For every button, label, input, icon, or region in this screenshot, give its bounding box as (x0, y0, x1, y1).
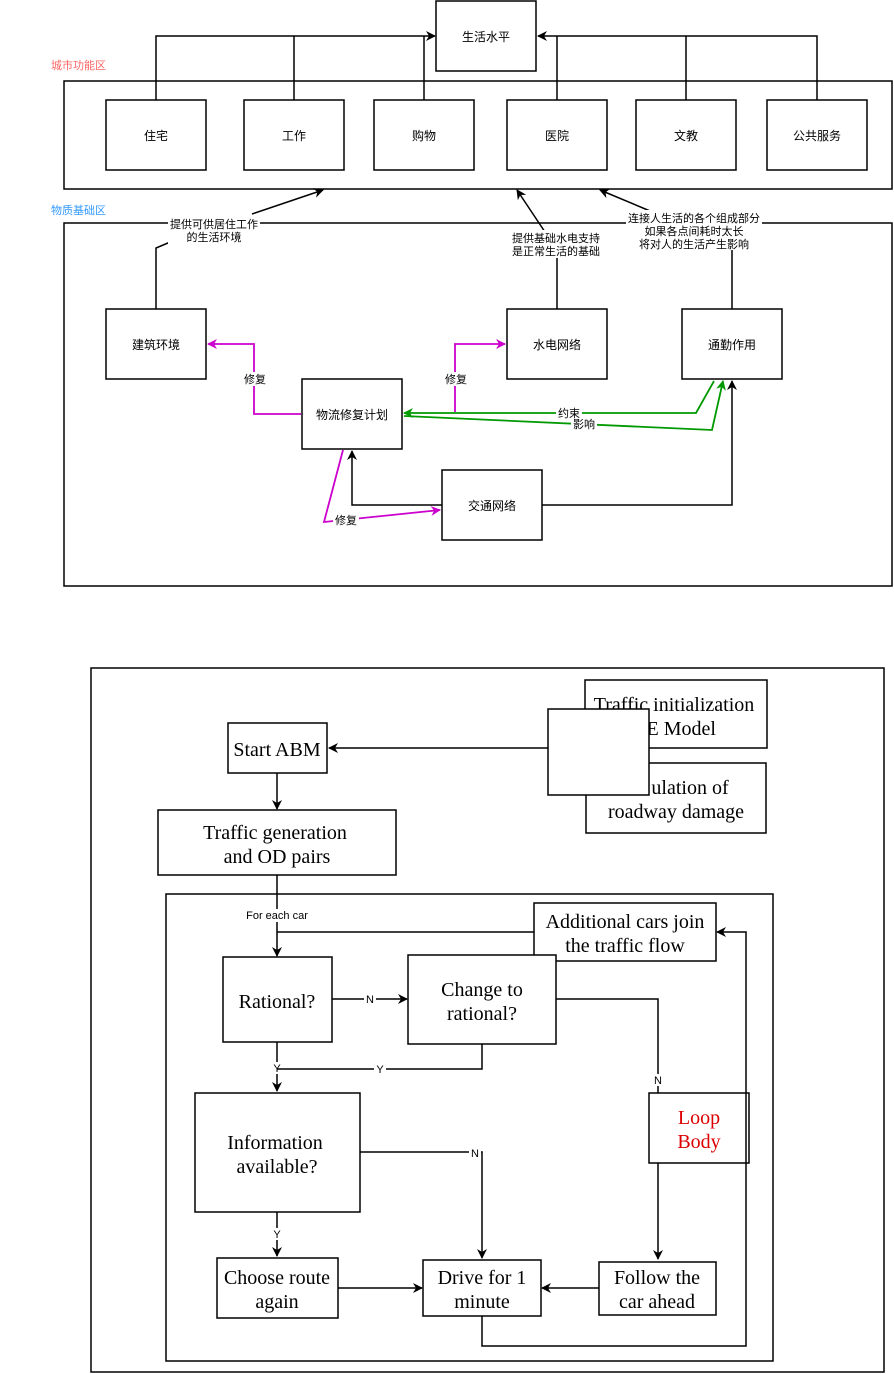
material-base-region-label: 物质基础区 (51, 203, 106, 217)
follow-car-line2: car ahead (619, 1291, 695, 1313)
logistics-repair-plan-node (301, 378, 403, 450)
change-to-rational-line1: Change to (441, 979, 523, 1001)
edge-utility-city (516, 189, 546, 233)
habitat-label-line2: 的生活环境 (187, 230, 242, 244)
city-function-region-frame (63, 80, 893, 190)
habitat-label-line1: 提供可供居住工作 (170, 217, 258, 231)
commute-label-line3: 将对人的生活产生影响 (639, 237, 749, 251)
built-environment-label: 建筑环境 (132, 337, 180, 352)
commute-label: 通勤作用 (708, 338, 756, 352)
utility-label-line2: 是正常生活的基础 (512, 244, 600, 258)
city-node-culture-education (635, 99, 737, 171)
city-function-region-label: 城市功能区 (51, 58, 106, 72)
edge-change-yes (277, 1044, 483, 1070)
change-yes-label: Y (376, 1064, 384, 1076)
change-to-rational-node (407, 954, 557, 1045)
city-node-label-housing: 住宅 (144, 128, 168, 143)
constraint-label: 约束 (558, 407, 580, 420)
information-available-line2: available? (236, 1156, 317, 1178)
traffic-generation-node (157, 809, 397, 876)
living-standard-node (435, 0, 537, 72)
traffic-generation-line1: Traffic generation (203, 822, 347, 844)
city-node-shopping (373, 99, 475, 171)
edge-commute-city (599, 188, 651, 212)
top-diagram: 城市功能区 物质基础区 生活水平 住宅 工作 购物 医院 文教 公共服务 提供可供居住工作… (51, 0, 893, 587)
edge-housing-living (155, 31, 436, 100)
logistics-repair-plan-label: 物流修复计划 (316, 407, 388, 422)
city-node-label-culture-education: 文教 (674, 128, 698, 143)
additional-cars-node (533, 902, 717, 962)
city-node-public-service (766, 99, 868, 171)
repair-edge-traffic (322, 449, 441, 524)
loop-frame (165, 893, 774, 1362)
edge-built-env-city (251, 188, 324, 215)
water-power-network-label: 水电网络 (533, 337, 581, 352)
water-power-network-node (506, 308, 608, 380)
commute-node (681, 308, 783, 380)
repair-label-water-power: 修复 (445, 372, 467, 386)
edge-built-env-up (155, 239, 176, 309)
abm-outer-frame (90, 667, 885, 1373)
influence-label: 影响 (573, 418, 595, 431)
input-overlay-box (547, 708, 650, 796)
traffic-network-label: 交通网络 (468, 498, 516, 513)
city-node-work (243, 99, 345, 171)
city-node-label-shopping: 购物 (412, 128, 436, 143)
info-no-label: N (471, 1148, 479, 1160)
city-node-label-hospital: 医院 (545, 129, 569, 143)
edge-info-no (360, 1151, 487, 1259)
choose-route-line1: Choose route (224, 1267, 330, 1289)
living-standard-label: 生活水平 (462, 30, 510, 44)
commute-label-line2: 如果各点间耗时太长 (645, 224, 744, 238)
drive-line2: minute (454, 1291, 510, 1313)
start-abm-label: Start ABM (233, 739, 320, 761)
choose-route-line2: again (255, 1291, 298, 1313)
choose-route-node (216, 1257, 339, 1319)
rational-decision-label: Rational? (239, 991, 316, 1013)
follow-car-line1: Follow the (614, 1267, 700, 1289)
material-base-region-frame (63, 222, 893, 587)
edge-public-living (537, 31, 818, 100)
influence-edge (403, 380, 726, 431)
bottom-diagram: Traffic initialization UE Model ulation … (90, 667, 885, 1373)
city-node-housing (105, 99, 207, 171)
commute-label-line1: 连接人生活的各个组成部分 (628, 211, 760, 225)
traffic-generation-line2: and OD pairs (224, 846, 331, 868)
repair-label-built-env: 修复 (244, 372, 266, 386)
city-node-label-work: 工作 (282, 129, 306, 143)
change-no-label: N (654, 1075, 662, 1087)
edge-traffic-commute (542, 380, 737, 506)
edge-drive-loop-back (481, 927, 747, 1347)
information-available-line1: Information (227, 1132, 323, 1154)
additional-cars-line2: the traffic flow (565, 935, 685, 957)
built-environment-node (105, 308, 207, 380)
additional-cars-line1: Additional cars join (546, 911, 705, 933)
repair-label-traffic: 修复 (335, 513, 357, 527)
edge-traffic-logistics (347, 450, 442, 506)
edge-change-no (556, 998, 663, 1260)
loop-body-node (648, 1092, 750, 1164)
roadway-damage-line1: ulation of (651, 777, 729, 799)
roadway-damage-line2: roadway damage (608, 801, 744, 823)
traffic-network-node (441, 469, 543, 541)
change-to-rational-line2: rational? (447, 1003, 517, 1025)
follow-car-node (598, 1261, 717, 1316)
rational-no-label: N (366, 994, 374, 1006)
traffic-initialization-line2: UE Model (632, 718, 716, 740)
constraint-edge (403, 380, 715, 418)
city-node-hospital (506, 99, 608, 171)
drive-node (422, 1259, 542, 1317)
city-node-label-public-service: 公共服务 (793, 128, 841, 143)
repair-edge-water-power (454, 339, 506, 412)
utility-label-line1: 提供基础水电支持 (512, 231, 600, 245)
for-each-car-label: For each car (246, 910, 308, 922)
loop-body-line1: Loop (678, 1107, 720, 1129)
info-yes-label: Y (273, 1229, 281, 1241)
drive-line1: Drive for 1 (438, 1267, 527, 1289)
loop-body-line2: Body (677, 1131, 720, 1153)
